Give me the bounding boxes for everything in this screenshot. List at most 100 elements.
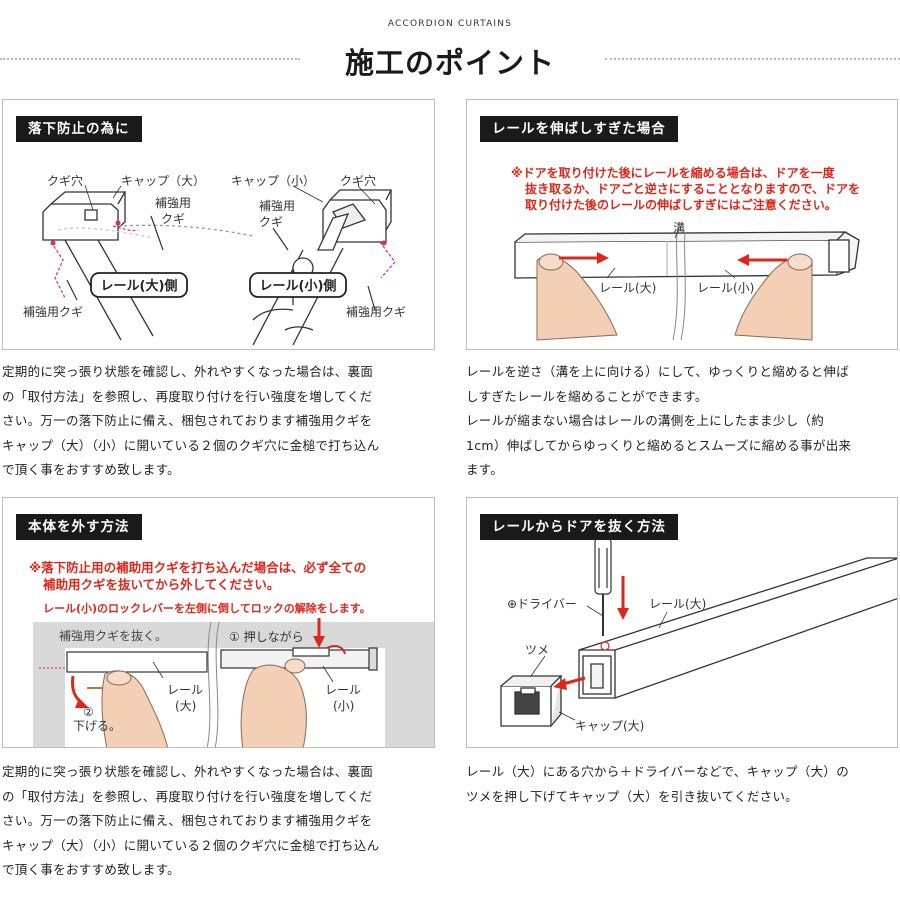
leader-groove [674,227,680,239]
arrow-left-icon [737,254,787,266]
groove-line [672,231,678,341]
screwdriver-icon [594,537,612,636]
label-tsume: ツメ [525,643,549,657]
badge-rail-large [90,272,188,298]
desc-line: キャップ（大）（小）に開いている２個のクギ穴に金槌で打ち込ん [2,437,380,453]
page-title: 施工のポイント [344,46,555,80]
desc-line: レールが縮まない場合はレールの溝側を上にしたまま少し（約 [466,413,825,428]
desc-line: 定期的に突っ張り状態を確認し、外れやすくなった場合は、裏面 [2,364,374,379]
section-tag-remove-door: レールからドアを抜く方法 [480,514,678,540]
label-rail-small: レール [325,683,361,697]
label-rail-large: レール(大) [599,281,656,295]
desc-line: ツメを押し下げてキャップ（大）を引き抜いてください。 [466,788,799,804]
label-hokyo-top-2: クギ [161,212,185,226]
description-remove-door: レール（大）にある穴から＋ドライバーなどで、キャップ（大）の ツメを押し下げてキ… [466,760,900,809]
nail-icon-3 [272,227,289,251]
screw-hole-icon [600,641,610,651]
section-tag-overextended: レールを伸ばしすぎた場合 [480,116,678,142]
label-rail-small-2: (小) [333,699,354,713]
description-fall-prevention: 定期的に突っ張り状態を確認し、外れやすくなった場合は、裏面 の「取付方法」を参照… [2,360,438,483]
subnote: レール(小)のロックレバーを左側に倒してロックの解除をします。 [43,601,371,615]
label-hokyo-top: 補強用 [155,196,191,210]
panel-fall-prevention: クギ穴 キャップ（大） 補強用 クギ レール(大)側 補強用クギ キャップ（小）… [2,99,435,350]
nail-icon-4 [367,285,376,311]
arrow-lever-icon [326,645,346,655]
nail-path-small [379,241,396,279]
description-overextended: レールを逆さ（溝を上に向ける）にして、ゆっくりと縮めると伸ば しすぎたレールを縮… [466,360,900,483]
desc-line: で頂く事をおすすめ致します。 [2,862,180,877]
panel-remove-body: ※落下防止用の補助用クギを打ち込んだ場合は、必ず全ての 補助用クギを抜いてから外… [2,497,435,748]
label-driver: ⊕ドライバー [507,597,577,611]
arrow-down-icon [313,618,325,648]
note-line-3: 取り付けた後のレールの伸ばしすぎにはご注意ください。 [525,197,837,212]
overextended-illustration: ※ドアを取り付けた後にレールを縮める場合は、ドアを一度 抜き取るか、ドアごと逆さ… [511,165,860,341]
desc-line: の「取付方法」を参照し、再度取り付けを行い強度を増してくだ [2,788,373,804]
desc-line: キャップ（大）（小）に開いている２個のクギ穴に金槌で打ち込ん [2,837,380,853]
section-tag-remove-body: 本体を外す方法 [16,514,142,540]
label-rail-large-2: (大) [175,699,196,713]
rail-drawing [578,557,897,699]
cap-icon [500,675,563,727]
label-hokyo-mid-2: クギ [259,215,283,229]
desc-line: さい。万一の落下防止に備え、梱包されております補強用クギを [2,813,373,828]
leader-rail-large [606,267,616,279]
nail-path-right [112,225,139,232]
leader-lines [84,184,376,211]
nail-hole-left-2 [115,220,121,226]
divider-line [206,621,212,747]
label-cap-small: キャップ（小） [231,174,315,188]
leader-lines [530,605,668,721]
fall-prevention-illustration: クギ穴 キャップ（大） 補強用 クギ レール(大)側 補強用クギ キャップ（小）… [23,173,406,346]
desc-line: 定期的に突っ張り状態を確認し、外れやすくなった場合は、裏面 [2,764,374,779]
rail-drawing [514,231,860,279]
label-rail-small: レール(小) [697,281,754,295]
note-line-2: 抜き取るか、ドアごと逆さにすることとなりますので、ドアを [525,181,860,196]
nail-icon-1 [150,215,164,251]
label-step2b: 下げる。 [73,719,121,733]
note-line-2: 補助用クギを抜いてから外してください。 [42,577,279,592]
leader-rail-large [152,661,164,679]
panel-remove-door: ⊕ドライバー レール(大) ツメ キャップ(大) レールからドアを抜く方法 [466,497,898,748]
label-cap-large: キャップ(大) [575,719,644,733]
nail-path-left [50,241,66,299]
note-line-1: ※ドアを取り付けた後にレールを縮める場合は、ドアを一度 [511,165,836,180]
label-kugi-ana-left: クギ穴 [47,173,83,188]
eyebrow-text: ACCORDION CURTAINS [387,19,513,29]
remove-door-illustration: ⊕ドライバー レール(大) ツメ キャップ(大) [500,537,897,733]
desc-line: の「取付方法」を参照し、再度取り付けを行い強度を増してくだ [2,388,373,404]
header-divider-right [605,58,900,60]
leader-rail-small [724,269,736,279]
label-step1: ① 押しながら [229,629,304,644]
description-remove-body: 定期的に突っ張り状態を確認し、外れやすくなった場合は、裏面 の「取付方法」を参照… [2,760,438,883]
nail-hole-left [50,240,56,246]
label-rail-small-side: レール(小)側 [260,278,337,294]
label-rail-large-side: レール(大)側 [101,278,178,294]
right-thumb [284,658,306,674]
label-hokyo-bottom-left: 補強用クギ [23,305,83,319]
arrow-curve-icon [71,675,89,708]
desc-line: さい。万一の落下防止に備え、梱包されております補強用クギを [2,413,373,428]
left-thumb [106,670,132,686]
desc-line: しすぎたレールを縮めることができます。 [466,388,708,404]
label-rail-large: レール(大) [649,597,706,611]
left-thumb [538,253,564,271]
label-hokyo-bottom-right: 補強用クギ [346,305,406,319]
desc-line: レール（大）にある穴から＋ドライバーなどで、キャップ（大）の [466,764,850,779]
label-cap-large: キャップ（大） [121,174,205,188]
label-kugi-ana-right: クギ穴 [340,173,376,188]
desc-line: ます。 [466,462,504,477]
remove-body-illustration: ※落下防止用の補助用クギを打ち込んだ場合は、必ず全ての 補助用クギを抜いてから外… [29,560,434,747]
nail-hole-right [381,240,387,246]
label-hokyo-mid: 補強用 [259,199,295,213]
label-groove: 溝 [673,221,685,235]
rail-drawing [66,647,378,673]
arrow-right-icon [559,252,609,264]
section-tag-fall-prevention: 落下防止の為に [16,116,142,142]
groove-line-2 [680,231,686,341]
arrow-down-icon [617,576,629,620]
label-step2a: ② [83,705,94,719]
label-pull-nail: 補強用クギを抜く。 [59,629,167,643]
desc-line: 1cm）伸ばしてからゆっくりと縮めるとスムーズに縮める事が出来 [466,437,852,453]
note-line-1: ※落下防止用の補助用クギを打ち込んだ場合は、必ず全ての [29,560,366,575]
nail-icon-2 [66,279,78,301]
